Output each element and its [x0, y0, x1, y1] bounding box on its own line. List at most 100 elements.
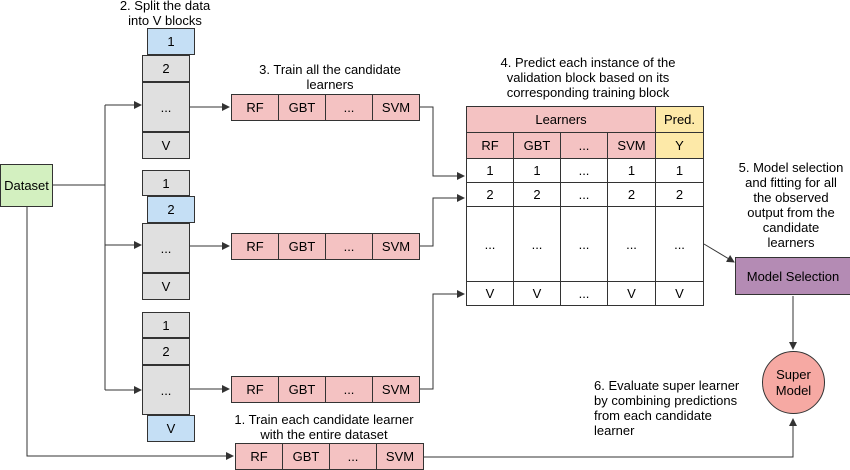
table-cell: ...	[513, 206, 561, 282]
table-cell: 2	[466, 182, 514, 207]
pred-header-label: Pred.	[663, 112, 696, 127]
table-cell: 2	[655, 182, 704, 207]
cell-value: 2	[675, 187, 684, 202]
cell-value: 2	[486, 187, 494, 202]
table-cell: ...	[560, 182, 608, 207]
learner-label: RF	[246, 382, 264, 397]
cell-value: ...	[531, 236, 543, 252]
col-header-label: GBT	[523, 138, 551, 153]
col-header-rf: RF	[466, 132, 514, 159]
learner-label: GBT	[292, 449, 320, 464]
step1-label: 1. Train each candidate learner with the…	[234, 412, 414, 442]
learner-label: ...	[343, 100, 355, 115]
col-header-svm: SVM	[607, 132, 656, 159]
table-cell: ...	[560, 281, 608, 306]
col-header-label: Y	[675, 138, 684, 153]
fold2-block-2: 2	[147, 196, 195, 223]
learner-label: GBT	[288, 100, 316, 115]
table-cell: 1	[655, 158, 704, 183]
table-cell: 2	[513, 182, 561, 207]
table-cell: 1	[607, 158, 656, 183]
table-cell: ...	[607, 206, 656, 282]
fold3-block-v: V	[147, 415, 195, 442]
learner-row3-svm: SVM	[372, 376, 420, 403]
dataset-box: Dataset	[0, 164, 53, 207]
cell-value: ...	[674, 236, 685, 252]
learner-row2-dots: ...	[325, 233, 373, 260]
table-cell: 2	[607, 182, 656, 207]
cell-value: ...	[578, 187, 590, 202]
step4-label: 4. Predict each instance of the validati…	[500, 55, 676, 100]
step6-label: 6. Evaluate super learner by combining p…	[594, 378, 740, 438]
table-cell: ...	[655, 206, 704, 282]
learner-row1-dots: ...	[325, 94, 373, 121]
fold1-block-dots: ...	[142, 82, 190, 132]
cell-value: ...	[484, 236, 496, 252]
block-label: V	[161, 279, 171, 294]
cell-value: V	[532, 286, 542, 301]
fold3-block-1: 1	[142, 312, 190, 338]
learner-full-svm: SVM	[376, 443, 424, 470]
cell-value: ...	[578, 163, 590, 178]
learner-label: SVM	[381, 239, 411, 254]
table-cell: ...	[560, 158, 608, 183]
step2-label: 2. Split the data into V blocks	[119, 0, 211, 28]
cell-value: ...	[578, 286, 590, 301]
learners-header: Learners	[466, 106, 656, 133]
learner-full-dots: ...	[329, 443, 377, 470]
learner-row2-svm: SVM	[372, 233, 420, 260]
cell-value: 1	[675, 163, 684, 178]
col-header-gbt: GBT	[513, 132, 561, 159]
cell-value: 1	[533, 163, 541, 178]
cell-value: V	[627, 286, 636, 301]
fold3-block-2: 2	[142, 338, 190, 365]
table-cell: V	[513, 281, 561, 306]
col-header-label: ...	[578, 138, 590, 153]
block-label: 1	[167, 34, 175, 49]
fold2-block-v: V	[142, 273, 190, 300]
table-cell: ...	[466, 206, 514, 282]
cell-value: V	[485, 286, 495, 301]
learner-label: ...	[347, 449, 359, 464]
col-header-y: Y	[655, 132, 704, 159]
learner-label: RF	[246, 100, 264, 115]
block-label: 2	[162, 61, 170, 76]
col-header-dots: ...	[560, 132, 608, 159]
fold2-block-1: 1	[142, 170, 190, 196]
learner-label: SVM	[385, 449, 415, 464]
cell-value: 2	[627, 187, 636, 202]
model-selection-box: Model Selection	[735, 257, 850, 295]
cell-value: ...	[578, 236, 590, 252]
block-label: V	[166, 421, 176, 436]
pred-header: Pred.	[655, 106, 704, 133]
block-label: 2	[167, 202, 175, 217]
learner-row1-gbt: GBT	[278, 94, 326, 121]
cell-value: V	[675, 286, 684, 301]
learner-label: RF	[246, 239, 264, 254]
learner-row2-gbt: GBT	[278, 233, 326, 260]
cell-value: 1	[627, 163, 636, 178]
block-label: 2	[162, 344, 170, 359]
table-cell: ...	[560, 206, 608, 282]
learner-label: SVM	[381, 100, 411, 115]
step3-label: 3. Train all the candidate learners	[259, 62, 401, 92]
block-label: ...	[160, 382, 172, 398]
fold1-block-v: V	[142, 132, 190, 159]
learners-header-label: Learners	[535, 112, 587, 127]
fold2-block-dots: ...	[142, 223, 190, 273]
learner-row3-rf: RF	[231, 376, 279, 403]
learner-row1-svm: SVM	[372, 94, 420, 121]
learner-row1-rf: RF	[231, 94, 279, 121]
prediction-table: Learners Pred. RF GBT ... SVM Y 1 1 ... …	[466, 106, 704, 306]
learner-label: SVM	[381, 382, 411, 397]
block-label: ...	[160, 99, 172, 115]
table-cell: V	[466, 281, 514, 306]
fold1-block-2: 2	[142, 55, 190, 82]
fold1-block-1: 1	[147, 28, 195, 55]
table-cell: 1	[466, 158, 514, 183]
table-cell: 1	[513, 158, 561, 183]
learner-full-gbt: GBT	[282, 443, 330, 470]
table-cell: V	[607, 281, 656, 306]
table-cell: V	[655, 281, 704, 306]
